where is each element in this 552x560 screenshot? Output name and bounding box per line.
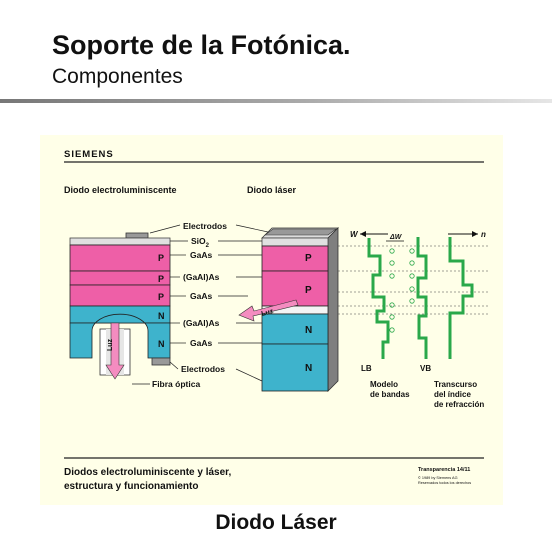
- led-n-mark-2: N: [158, 339, 165, 349]
- label-electrodos-bottom: Electrodos: [181, 364, 225, 374]
- delta-w-label: ΔW: [389, 234, 403, 241]
- brand-label: SIEMENS: [64, 149, 114, 160]
- led-bottom-electrode: [151, 357, 171, 366]
- led-top-electrode: [125, 232, 149, 239]
- footer-ref: Transparencia 14/11: [418, 467, 470, 473]
- led-p-mark-1: P: [158, 253, 164, 263]
- transcurso-line-2: del índice: [434, 390, 471, 399]
- w-axis-label: W: [350, 230, 359, 239]
- leader-lines: [132, 224, 269, 385]
- left-heading: Diodo electroluminiscente: [64, 185, 177, 195]
- band-line-vb: [416, 237, 428, 359]
- modelo-line-2: de bandas: [370, 390, 410, 399]
- footer-small-1: © 1989 by Siemens AG: [418, 476, 458, 480]
- led-p-layer-2: [69, 270, 171, 286]
- led-p-mark-3: P: [158, 292, 164, 302]
- diagram-svg: SIEMENS Diodo electroluminiscente Diodo …: [64, 149, 490, 492]
- transcurso-line-3: de refracción: [434, 400, 484, 409]
- modelo-line-1: Modelo: [370, 380, 398, 389]
- led-luz-label: Luz: [107, 338, 114, 351]
- label-electrodos-top: Electrodos: [183, 221, 227, 231]
- page-title: Soporte de la Fotónica.: [52, 30, 351, 60]
- lb-label: LB: [361, 364, 372, 373]
- footer-line-2: estructura y funcionamiento: [64, 481, 198, 492]
- label-gaas-3: GaAs: [190, 338, 212, 348]
- footer-small-2: Reservados todos los derechos: [418, 481, 471, 485]
- label-gaas-2: GaAs: [190, 291, 212, 301]
- led-p-layer-3: [69, 284, 171, 307]
- laser-top-electrode: [264, 228, 337, 236]
- label-fibra-optica: Fibra óptica: [152, 379, 200, 389]
- led-p-layer-1: [69, 244, 171, 272]
- band-line-lb: [367, 238, 390, 359]
- led-sio2-layer: [69, 237, 171, 246]
- laser-diagram: Luz P P N N: [238, 227, 339, 392]
- label-sio2: SiO2: [191, 236, 210, 249]
- led-n-mark-1: N: [158, 311, 165, 321]
- laser-light-arrow: [238, 299, 299, 322]
- led-light-arrow: [105, 322, 125, 380]
- laser-luz-label: Luz: [261, 308, 275, 318]
- refractive-index: n Transcurso del índice de refracción: [434, 230, 486, 409]
- header-divider: [0, 99, 552, 103]
- laser-n-mark-2: N: [305, 363, 312, 374]
- transcurso-line-1: Transcurso: [434, 380, 477, 389]
- label-gaas-1: GaAs: [190, 250, 212, 260]
- page-subtitle: Componentes: [52, 65, 183, 88]
- led-n-substrate: [69, 313, 171, 359]
- right-heading: Diodo láser: [247, 185, 297, 195]
- laser-side-face: [327, 227, 339, 392]
- label-gaal-1: (GaAl)As: [183, 272, 220, 282]
- laser-n-substrate: [261, 343, 329, 392]
- n-axis-label: n: [481, 230, 486, 239]
- laser-sio2-layer: [261, 237, 329, 247]
- laser-n-mark-1: N: [305, 325, 312, 336]
- laser-p-layer-1: [261, 245, 329, 272]
- band-model: W ΔW LB VB Modelo de bandas: [350, 230, 431, 399]
- image-caption: Diodo Láser: [215, 511, 337, 534]
- index-profile-line: [448, 237, 474, 359]
- slide-image: SIEMENS Diodo electroluminiscente Diodo …: [40, 135, 503, 505]
- laser-p-mark-2: P: [305, 285, 312, 296]
- vb-label: VB: [420, 364, 431, 373]
- led-diagram: Luz P P P N N: [69, 232, 171, 380]
- label-gaal-2: (GaAl)As: [183, 318, 220, 328]
- electron-circles: [389, 248, 415, 333]
- laser-n-layer-1: [261, 313, 329, 345]
- led-p-mark-2: P: [158, 274, 164, 284]
- laser-p-mark-1: P: [305, 253, 312, 264]
- footer-line-1: Diodos electroluminiscente y láser,: [64, 467, 232, 478]
- guide-lines: [338, 245, 490, 315]
